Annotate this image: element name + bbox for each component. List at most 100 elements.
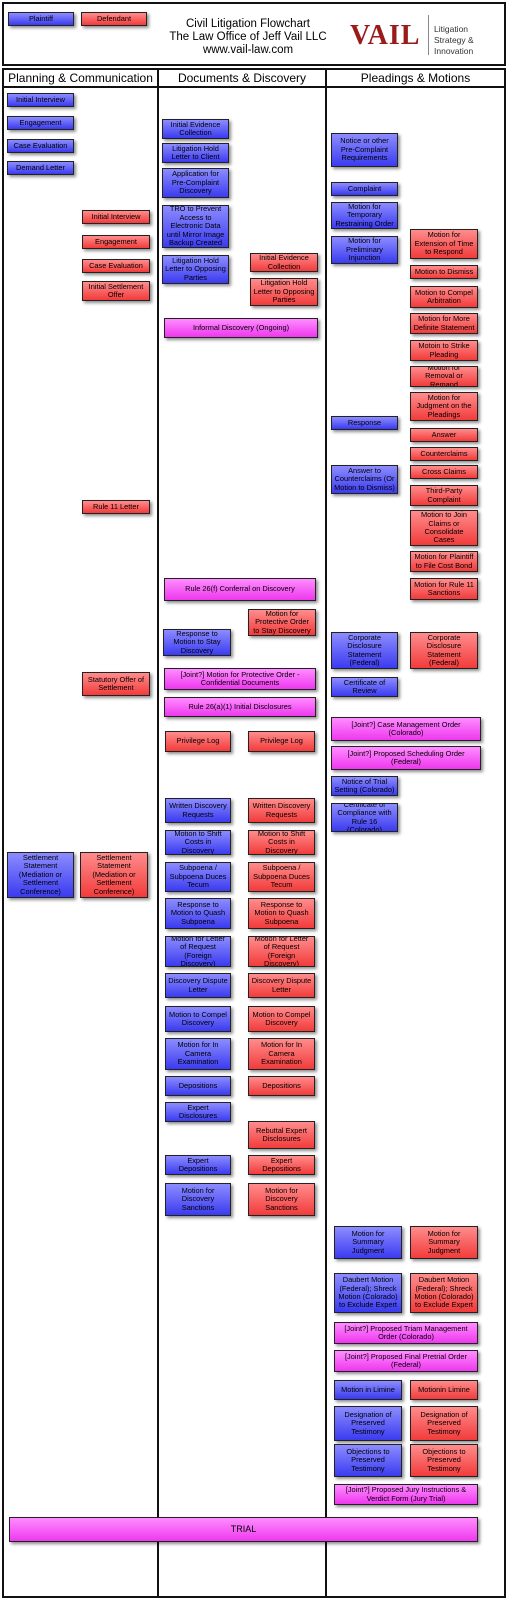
step-d-discovery-sanctions: Motion for Discovery Sanctions xyxy=(248,1183,315,1216)
step-j-scheduling-order: [Joint?] Proposed Scheduling Order (Fede… xyxy=(331,746,481,770)
step-d-initial-evidence-collection: Initial Evidence Collection xyxy=(250,253,318,272)
step-d-litigation-hold-opposing: Litigation Hold Letter to Opposing Parti… xyxy=(250,278,318,306)
step-p-dispute-letter: Discovery Dispute Letter xyxy=(165,973,231,998)
step-j-jury-instructions: [Joint?] Proposed Jury Instructions & Ve… xyxy=(334,1484,478,1505)
step-d-dispute-letter: Discovery Dispute Letter xyxy=(248,973,315,998)
step-d-removal: Motion for Removal or Remand xyxy=(410,366,478,387)
step-p-case-evaluation: Case Evaluation xyxy=(7,139,74,153)
step-p-notice-pre-complaint: Notice or other Pre-Complaint Requiremen… xyxy=(331,133,398,167)
step-p-written-discovery: Written Discovery Requests xyxy=(165,798,231,823)
step-p-daubert: Daubert Motion (Federal); Shreck Motion … xyxy=(334,1273,402,1313)
step-d-objections-testimony: Objections to Preserved Testimony xyxy=(410,1444,478,1477)
step-d-rule-11-sanctions: Motion for Rule 11 Sanctions xyxy=(410,578,478,600)
step-p-notice-trial-setting: Notice of Trial Setting (Colorado) xyxy=(331,776,398,796)
step-p-litigation-hold-client: Litigation Hold Letter to Client xyxy=(162,143,229,163)
step-d-designation-testimony: Designation of Preserved Testimony xyxy=(410,1406,478,1441)
step-j-rule-26f: Rule 26(f) Conferral on Discovery xyxy=(164,578,316,601)
step-d-shift-costs: Motion to Shift Costs in Discovery xyxy=(248,830,315,855)
step-j-case-management: [Joint?] Case Management Order (Colorado… xyxy=(331,717,481,741)
step-p-demand-letter: Demand Letter xyxy=(7,161,74,175)
step-p-certificate-review: Certificate of Review xyxy=(331,677,398,697)
header-frame xyxy=(2,2,506,66)
step-d-case-evaluation: Case Evaluation xyxy=(82,259,150,273)
step-p-discovery-sanctions: Motion for Discovery Sanctions xyxy=(165,1183,231,1216)
step-p-response: Response xyxy=(331,416,398,430)
step-d-definite-statement: Motion for More Definite Statement xyxy=(410,313,478,334)
step-p-litigation-hold-opposing: Litigation Hold Letter to Opposing Parti… xyxy=(162,255,229,284)
step-p-objections-testimony: Objections to Preserved Testimony xyxy=(334,1444,402,1477)
step-j-final-pretrial: [Joint?] Proposed Final Pretrial Order (… xyxy=(334,1350,478,1372)
logo-tagline: Litigation Strategy & Innovation xyxy=(434,24,474,57)
step-d-rule-11-letter: Rule 11 Letter xyxy=(82,500,150,514)
step-d-response-quash: Response to Motion to Quash Subpoena xyxy=(248,898,315,929)
step-p-limine: Motion in Limine xyxy=(334,1380,402,1400)
step-d-letter-of-request: Motion for Letter of Request (Foreign Di… xyxy=(248,936,315,967)
step-p-compel-discovery: Motion to Compel Discovery xyxy=(165,1006,231,1032)
step-p-response-stay: Response to Motion to Stay Discovery xyxy=(163,629,231,656)
step-p-corporate-disclosure: Corporate Disclosure Statement (Federal) xyxy=(331,632,398,669)
step-p-complaint: Complaint xyxy=(331,182,398,196)
legend-defendant: Defendant xyxy=(81,12,147,26)
body-frame xyxy=(2,68,506,1598)
step-d-daubert: Daubert Motion (Federal); Shreck Motion … xyxy=(410,1273,478,1313)
step-j-informal-discovery: Informal Discovery (Ongoing) xyxy=(164,318,318,338)
column-header-pleadings: Pleadings & Motions xyxy=(360,71,471,85)
step-d-limine: Motionin Limine xyxy=(410,1380,478,1400)
step-p-expert-depositions: Expert Depositions xyxy=(165,1155,231,1175)
step-d-compel-arbitration: Motion to Compel Arbitration xyxy=(410,286,478,308)
step-d-in-camera: Motion for In Camera Examination xyxy=(248,1038,315,1070)
column-header-documents: Documents & Discovery xyxy=(177,71,307,85)
step-d-protective-order-stay: Motion for Protective Order to Stay Disc… xyxy=(248,609,316,636)
step-d-compel-discovery: Motion to Compel Discovery xyxy=(248,1006,315,1032)
step-p-answer-counterclaims: Answer to Counterclaims (Or Motion to Di… xyxy=(331,465,398,494)
title-line-2: The Law Office of Jeff Vail LLC xyxy=(169,31,327,43)
column-divider-2 xyxy=(325,68,327,1598)
step-p-subpoena: Subpoena / Subpoena Duces Tecum xyxy=(165,862,231,892)
step-d-settlement-statement: Settlement Statement (Mediation or Settl… xyxy=(80,852,148,898)
step-d-cross-claims: Cross Claims xyxy=(410,465,478,479)
step-p-designation-testimony: Designation of Preserved Testimony xyxy=(334,1406,402,1441)
step-d-cost-bond: Motion for Plaintiff to File Cost Bond xyxy=(410,551,478,572)
step-j-trial-management: [Joint?] Proposed Triam Management Order… xyxy=(334,1322,478,1344)
step-p-shift-costs: Motion to Shift Costs in Discovery xyxy=(165,830,231,855)
logo-tagline-2: Strategy & xyxy=(434,35,474,45)
step-d-statutory-offer: Statutory Offer of Settlement xyxy=(82,672,150,696)
column-divider-1 xyxy=(157,68,159,1598)
step-p-certificate-rule-16: Certificate of Compliance with Rule 16 (… xyxy=(331,803,398,832)
step-p-in-camera: Motion for In Camera Examination xyxy=(165,1038,231,1070)
step-d-depositions: Depositions xyxy=(248,1076,315,1096)
step-d-answer: Answer xyxy=(410,428,478,442)
step-p-privilege-log: Privilege Log xyxy=(165,731,231,752)
step-p-initial-evidence-collection: Initial Evidence Collection xyxy=(162,119,229,139)
step-p-expert-disclosures: Expert Disclosures xyxy=(165,1102,231,1122)
step-j-protective-order-confidential: [Joint?] Motion for Protective Order - C… xyxy=(164,668,316,690)
step-d-privilege-log: Privilege Log xyxy=(248,731,315,752)
step-p-application-pre-complaint: Application for Pre-Complaint Discovery xyxy=(162,168,229,198)
step-j-rule-26a1: Rule 26(a)(1) Initial Disclosures xyxy=(164,697,316,717)
step-p-response-quash: Response to Motion to Quash Subpoena xyxy=(165,898,231,929)
step-p-summary-judgment: Motion for Summary Judgment xyxy=(334,1226,402,1259)
step-p-initial-interview: Initial Interview xyxy=(7,93,74,107)
title-line-1: Civil Litigation Flowchart xyxy=(186,18,310,30)
title-block: Civil Litigation Flowchart The Law Offic… xyxy=(158,18,338,57)
step-d-summary-judgment: Motion for Summary Judgment xyxy=(410,1226,478,1259)
step-d-judgment-pleadings: Motion for Judgment on the Pleadings xyxy=(410,392,478,421)
step-p-depositions: Depositions xyxy=(165,1076,231,1096)
step-d-initial-settlement-offer: Initial Settlement Offer xyxy=(82,281,150,301)
column-header-planning: Planning & Communication xyxy=(8,71,153,85)
step-d-engagement: Engagement xyxy=(82,235,150,249)
step-d-initial-interview: Initial Interview xyxy=(82,210,150,224)
step-d-counterclaims: Counterclaims xyxy=(410,447,478,461)
vail-logo-word: VAIL xyxy=(350,20,421,51)
step-p-letter-of-request: Motion for Letter of Request (Foreign Di… xyxy=(165,936,231,967)
step-d-written-discovery: Written Discovery Requests xyxy=(248,798,315,823)
logo-divider xyxy=(428,15,429,55)
step-d-extension: Motion for Extension of Time to Respond xyxy=(410,229,478,259)
logo-tagline-1: Litigation xyxy=(434,24,469,34)
step-d-join-claims: Motion to Join Claims or Consolidate Cas… xyxy=(410,510,478,546)
step-j-trial: TRIAL xyxy=(9,1517,478,1542)
step-p-tro: TRO to Prevent Access to Electronic Data… xyxy=(162,205,229,248)
step-p-tro-motion: Motion for Temporary Restraining Order xyxy=(331,202,398,229)
step-d-strike-pleading: Motoin to Strike Pleading xyxy=(410,340,478,361)
step-d-dismiss: Motion to Dismiss xyxy=(410,265,478,279)
